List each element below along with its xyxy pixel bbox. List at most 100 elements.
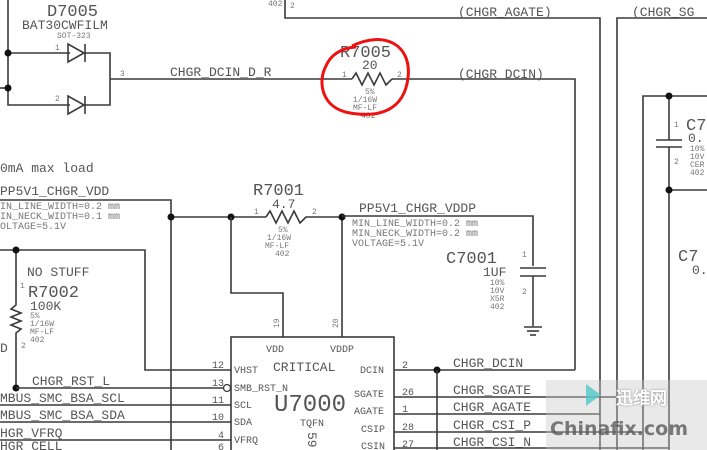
capacitor-c7001: C7001 1UF 10% 10V X5R 402 1 2 [446,250,546,336]
pin-num: 27 [402,440,414,450]
partial-ref: 402 [268,0,283,9]
net-label: CHGR_CSI_P [453,418,531,433]
watermark-en: Chinafix.com [550,418,689,440]
net-label: CHGR_CSI_N [453,435,531,450]
cap-volt: 10V [690,153,705,162]
cap-tol: 10% [690,145,705,154]
r7001-value: 4.7 [272,197,295,212]
pin: 2 [674,158,679,167]
r7005-power: 1/16W [353,96,377,105]
pin-num: 13 [212,379,224,390]
c7001-tol: 10% [490,279,505,288]
pin-num: 26 [402,388,414,399]
ic-u7000: VDD VDDP 19 20 CRITICAL U7000 TQFN 59 VH… [0,318,669,450]
capacitor-right-top: C7 0. 10% 10V CER 402 1 2 C7 0. [642,92,707,450]
net-vddp-name: PP5V1_CHGR_VDDP [359,201,476,216]
pin-name: SCL [234,401,252,412]
r7005-size: 402 [361,112,376,121]
pin: 2 [522,288,527,297]
net-label: CHGR_RST_L [32,374,110,389]
pin: 1 [55,44,60,53]
net-label: MBUS_SMC_BSA_SDA [0,408,125,423]
partial-label: D [0,341,8,356]
cap-value-2: 0. [692,263,707,278]
resistor-r7001: R7001 4.7 1 2 5% 1/16W MF-LF 402 [253,182,342,259]
resistor-r7002: NO STUFF 1 R7002 100K 5% 1/16W MF-LF 402… [0,246,231,392]
d7005-part: BAT30CWFILM [22,18,108,33]
pin-num: 1 [402,405,408,416]
pin: 1 [522,251,527,260]
net-label: MBUS_SMC_BSA_SCL [0,391,125,406]
pin-num: 19 [273,318,282,328]
net-label: CHGR_DCIN [453,356,523,371]
pin-name: SMB_RST_N [234,384,288,395]
pin-name: SDA [234,418,252,429]
pin-name: VFRQ [234,436,258,447]
pin-num: 11 [212,396,224,407]
net-label: HGR_CELL [0,439,62,450]
net-chgr-dcin-d-r: CHGR_DCIN_D_R [170,65,272,80]
pin-num: 20 [332,318,341,328]
pin-name: DCIN [360,366,384,377]
pin: 2 [312,208,317,217]
c7001-diel: X5R [490,295,505,304]
pin-num: 28 [402,423,414,434]
net-vdd-prop: IN_NECK_WIDTH=0.1 mm [0,212,120,223]
pin-name: VHST [234,366,258,377]
r7005-tol: 5% [365,88,375,97]
pin-name: AGATE [354,407,384,418]
pin-name: SGATE [354,390,384,401]
r7001-tol: 5% [278,226,288,235]
offpage-agate: (CHGR_AGATE) [458,5,552,20]
net-label: CHGR_SGATE [453,383,531,398]
u7000-ref: U7000 [274,392,346,419]
pin: 1 [674,121,679,130]
inversion-bubble [222,383,232,393]
offpage-sgate: (CHGR_SG [632,5,694,20]
cap-ref: C7 [686,117,706,136]
cap-size: 402 [690,169,705,178]
pin-num: 10 [212,413,224,424]
r7001-size: 402 [275,250,290,259]
r7002-value: 100K [30,299,61,314]
cap-ref-2: C7 [678,248,698,267]
critical-label: CRITICAL [273,360,335,375]
r7002-ref: R7002 [28,284,79,303]
u7000-num: 59 [304,432,319,448]
c7001-ref: C7001 [446,250,497,269]
net-vdd-prop: OLTAGE=5.1V [0,222,66,233]
diode-d7005: D7005 BAT30CWFILM SOT-323 1 2 3 [0,0,125,116]
pin: 2 [21,342,26,351]
pin: 1 [20,282,25,291]
r7005-value: 20 [362,58,378,73]
net-vddp-prop: MIN_LINE_WIDTH=0.2 mm [352,219,478,230]
net-label: HGR_VFRQ [0,426,63,441]
pin-num: 12 [212,361,224,372]
note-load: 0mA max load [0,161,94,176]
pin-name: CSIN [361,442,385,450]
pin-name: CSIP [361,425,385,436]
net-vdd-name: PP5V1_CHGR_VDD [0,184,109,199]
pin: 2 [397,71,402,80]
pin: 3 [120,70,125,79]
r7002-tol: 5% [30,312,40,321]
cap-value: 0. [688,131,704,146]
partial-pin: 2 [290,2,295,11]
r7002-note: NO STUFF [27,265,89,280]
r7002-size: 402 [30,336,45,345]
pin: 1 [254,208,259,217]
pin-num: 2 [402,361,408,372]
pin-name: VDDP [330,345,354,356]
r7001-ref: R7001 [253,182,304,201]
d7005-package: SOT-323 [57,32,91,41]
cap-diel: CER [690,161,705,170]
watermark-logo-icon [586,384,601,406]
net-vdd-prop: IN_LINE_WIDTH=0.2 mm [0,202,120,213]
c7001-value: 1UF [483,265,506,280]
net-vddp-prop: MIN_NECK_WIDTH=0.2 mm [352,229,478,240]
net-label: CHGR_AGATE [453,400,531,415]
r7002-type: MF-LF [30,328,54,337]
r7005-type: MF-LF [353,104,377,113]
u7000-package: TQFN [300,419,324,430]
